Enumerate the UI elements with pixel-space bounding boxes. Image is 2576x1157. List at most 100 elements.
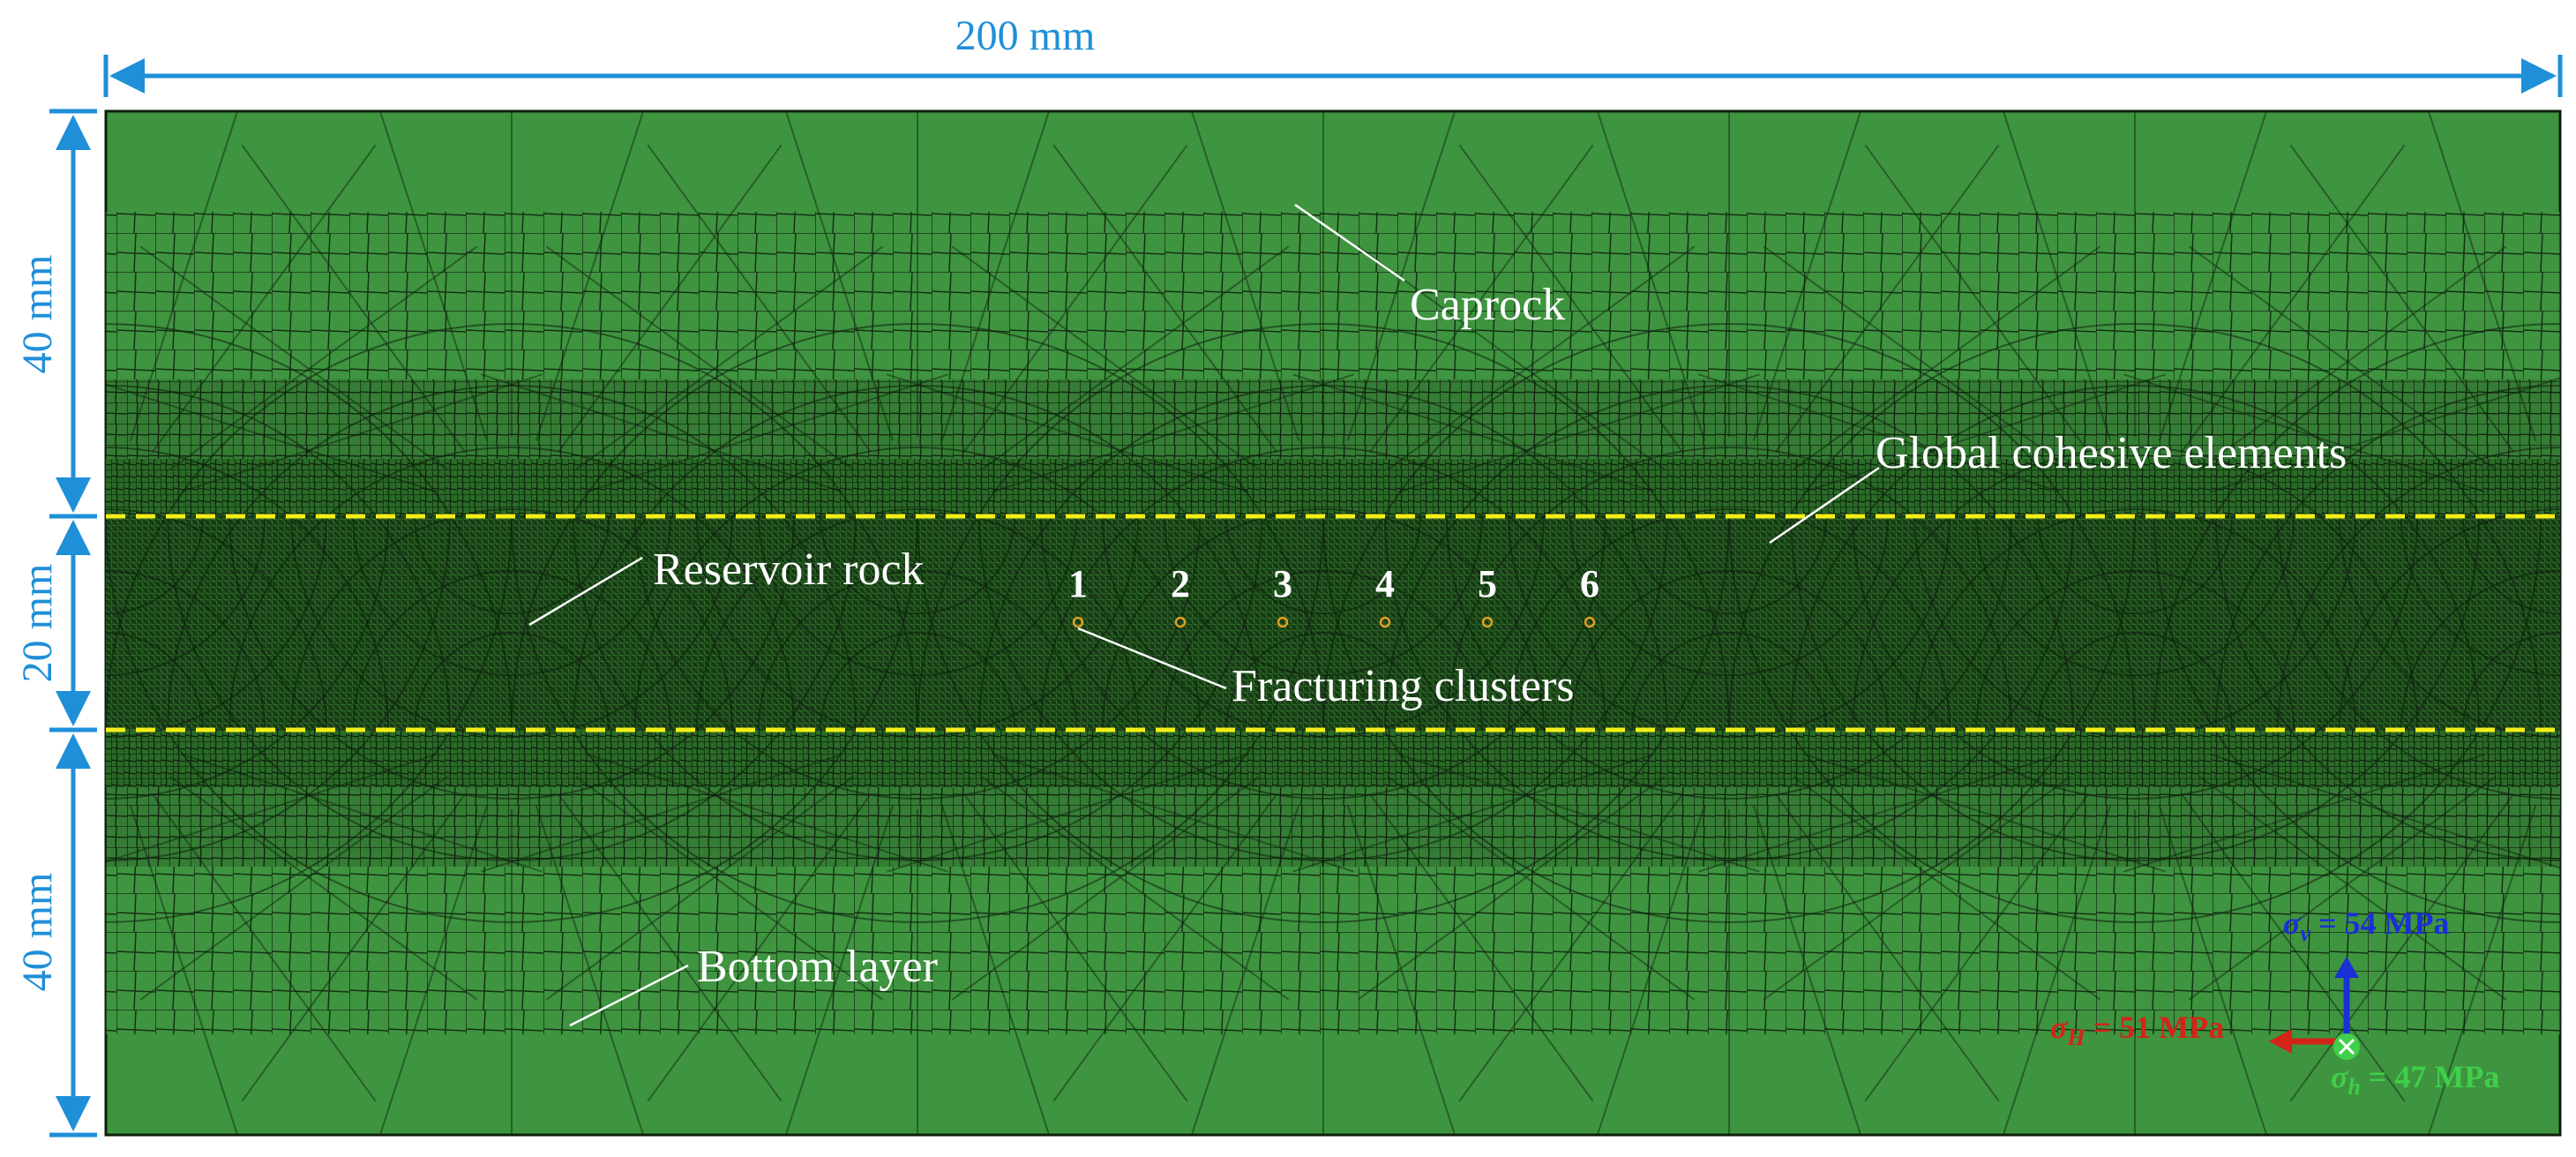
coarse-spoke <box>647 144 872 453</box>
coarse-spoke <box>2123 753 2485 873</box>
coarse-spoke <box>951 245 1260 470</box>
cohesive-leader <box>1769 466 1880 545</box>
height-dimensions: 40 mm 20 mm 40 mm <box>14 109 97 1138</box>
bottom-leader <box>569 964 689 1027</box>
coarse-spoke <box>587 373 948 493</box>
fracturing-clusters-label: Fracturing clusters <box>1232 661 1574 711</box>
coarse-arc <box>290 515 733 738</box>
coarse-arc <box>106 508 327 731</box>
bottom-height-label: 40 mm <box>14 873 61 992</box>
bottom-fine-mesh <box>106 730 2560 787</box>
coarse-spoke <box>1458 144 1683 453</box>
coarse-arc <box>573 385 1262 731</box>
cluster-number-4: 4 <box>1375 562 1395 605</box>
coarse-spoke <box>181 373 543 493</box>
coarse-arc <box>1569 570 1889 731</box>
coarse-spoke <box>1864 793 2089 1102</box>
coarse-spoke <box>535 805 645 1135</box>
coarse-spoke <box>2289 793 2514 1102</box>
coarse-spoke <box>1596 111 1706 441</box>
leader-lines <box>528 203 1880 1027</box>
coarse-arc <box>106 632 204 731</box>
coarse-arc <box>1102 515 1545 738</box>
coarse-arc <box>106 385 451 731</box>
coarse-arc <box>106 447 389 731</box>
coarse-arc <box>1508 515 1951 738</box>
cluster-number-1: 1 <box>1068 562 1088 605</box>
coarse-spoke <box>1775 144 2000 453</box>
coarse-spoke <box>0 755 30 872</box>
coarse-arc <box>1508 508 1951 731</box>
coarse-spoke <box>1292 753 1654 873</box>
global-cohesive-label: Global cohesive elements <box>1876 428 2347 478</box>
coarse-arc <box>228 515 795 800</box>
coarse-spoke <box>1698 753 2060 873</box>
coarse-arc <box>1102 508 1545 731</box>
coarse-spoke <box>1346 111 1456 441</box>
coarse-spoke <box>1804 373 2166 493</box>
coarse-arc <box>917 323 1730 731</box>
coarse-spoke <box>2210 753 2560 869</box>
coarse-spoke <box>575 245 884 470</box>
coarse-arc <box>696 515 1139 738</box>
coarse-arc <box>1040 515 1606 800</box>
coarse-spoke <box>139 776 448 1001</box>
coarse-spoke <box>940 111 1051 441</box>
coarse-spoke <box>951 776 1260 1001</box>
mesh-domain <box>0 109 2562 1137</box>
coarse-arc <box>2153 323 2560 731</box>
coarse-spoke <box>1190 111 1300 441</box>
coarse-arc <box>2215 385 2560 731</box>
coarse-arc <box>1446 515 2012 800</box>
coarse-spoke <box>1596 805 1706 1135</box>
coarse-arc <box>820 515 1015 614</box>
coarse-arc <box>758 570 1077 731</box>
coarse-arc <box>511 515 1324 923</box>
mesh-gradient-layers <box>0 111 2560 1135</box>
coarse-arc <box>2215 515 2560 861</box>
cluster-marker-3 <box>1277 616 1289 628</box>
coarse-spoke <box>2188 776 2497 1001</box>
coarse-arc <box>978 385 1668 731</box>
coarse-spoke <box>1793 245 2101 470</box>
coarse-arc <box>106 515 204 614</box>
coarse-arc <box>1790 515 2480 861</box>
coarse-spoke <box>2158 805 2268 1135</box>
coarse-arc <box>1631 632 1827 731</box>
coarse-spoke <box>378 111 489 441</box>
coarse-spoke <box>1398 373 1760 493</box>
coarse-spoke <box>940 805 1051 1135</box>
coarse-arc <box>106 515 451 861</box>
coarse-arc <box>1322 515 2136 923</box>
bottom-layer-label: Bottom layer <box>697 942 938 992</box>
coarse-arc <box>2339 508 2560 731</box>
coarse-mesh-lines <box>0 111 2560 1135</box>
coarse-arc <box>1164 515 1483 676</box>
region-labels: Caprock Global cohesive elements Reservo… <box>653 280 2347 992</box>
coarse-spoke <box>2158 111 2268 441</box>
coarse-arc <box>820 632 1015 731</box>
cluster-marker-4 <box>1379 616 1391 628</box>
coarse-arc <box>1631 515 1827 614</box>
coarse-spoke <box>169 245 478 470</box>
coarse-spoke <box>784 111 895 441</box>
coarse-spoke <box>545 776 854 1001</box>
width-label: 200 mm <box>955 12 1096 59</box>
coarse-arc <box>511 323 1324 731</box>
coarse-arc <box>2277 447 2560 731</box>
caprock-label: Caprock <box>1410 280 1565 330</box>
coarse-spoke <box>2289 144 2514 453</box>
coarse-spoke <box>1458 793 1683 1102</box>
min-horizontal-stress-label: σh = 47 MPa <box>2331 1059 2499 1100</box>
reservoir-mesh <box>106 516 2560 730</box>
coarse-spoke <box>2002 111 2112 441</box>
clusters-leader <box>1077 627 1227 690</box>
coarse-arc <box>2400 515 2560 676</box>
coarse-arc <box>1975 515 2295 676</box>
coarse-arc <box>167 385 857 731</box>
coarse-arc <box>2037 515 2233 614</box>
coarse-arc <box>917 515 1730 923</box>
coarse-spoke <box>241 793 466 1102</box>
coarse-spoke <box>981 245 1290 470</box>
coarse-arc <box>1384 515 2074 861</box>
